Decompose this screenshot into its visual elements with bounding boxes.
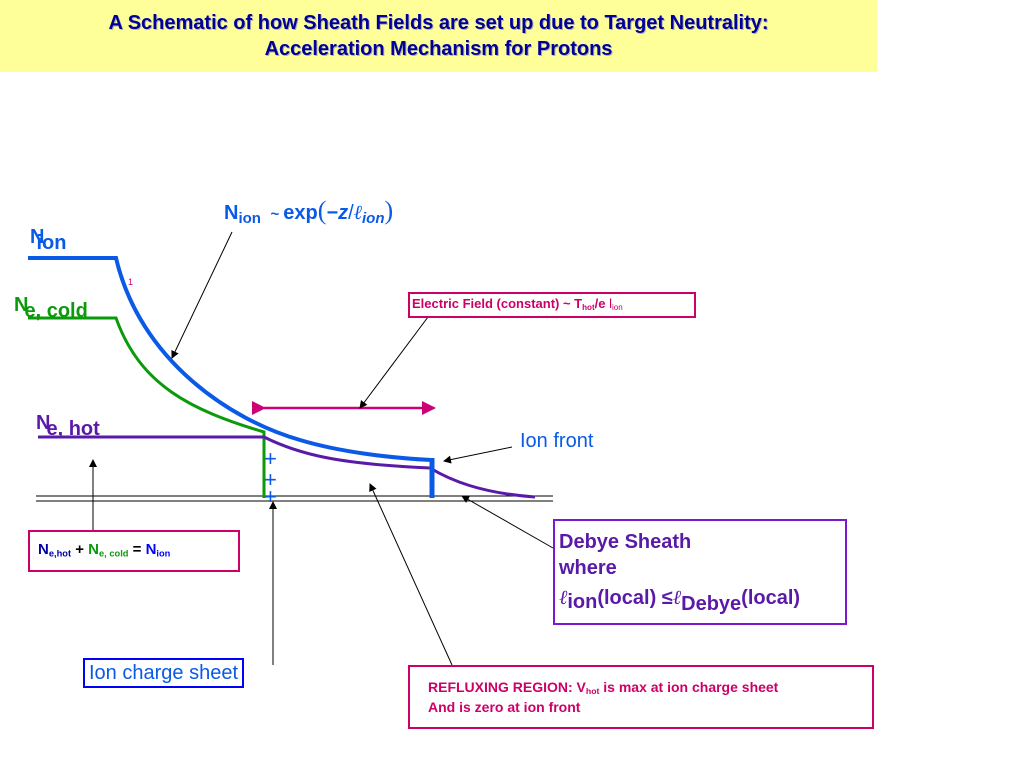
refluxing-line-1b: is max at ion charge sheet: [599, 679, 779, 695]
n-e-cold-main: N: [14, 294, 29, 316]
n-e-cold-label: Ne, cold: [14, 294, 92, 322]
n-ion-curve: [28, 256, 433, 462]
refluxing-pointer: [369, 483, 453, 666]
debye-local-2: (local): [741, 587, 801, 609]
efield-ell: l: [609, 296, 612, 311]
n-e-hot-sub: e, hot: [46, 418, 100, 440]
formula-slash: /: [348, 202, 354, 224]
title-line-2: Acceleration Mechanism for Protons: [264, 38, 613, 60]
debye-sheath-box: Debye Sheath where ℓion(local) ≤ℓDebye(l…: [553, 519, 847, 625]
debye-pointer: [461, 495, 554, 549]
n-e-hot-curve: [38, 435, 536, 499]
formula-n-sub: ion: [238, 210, 261, 227]
formula-pointer: [171, 231, 233, 359]
debye-line-1: Debye Sheath: [559, 531, 692, 553]
neutrality-box: Ne,hot + Ne, cold = Nion: [28, 530, 240, 572]
neutrality-b: N: [88, 541, 100, 558]
debye-ion: ion: [567, 591, 598, 613]
title-line-1: A Schematic of how Sheath Fields are set…: [108, 12, 769, 34]
neutrality-a: N: [38, 541, 49, 558]
formula-open: (: [317, 196, 327, 225]
efield-mid: /e: [594, 296, 610, 311]
formula-tilde: ~: [270, 206, 280, 223]
neutrality-b-sub: e, cold: [99, 548, 129, 559]
debye-ell-1: ℓ: [559, 585, 568, 609]
debye-ell-2: ℓ: [672, 585, 682, 609]
formula-close: ): [384, 196, 394, 225]
ion-density-formula: Nion ~exp(−z/ℓion): [224, 196, 394, 227]
refluxing-region-box: REFLUXING REGION: Vhot is max at ion cha…: [408, 665, 874, 729]
ion-front-pointer: [443, 446, 513, 464]
formula-z: z: [338, 202, 349, 224]
debye-line-3: ℓion(local) ≤ℓDebye(local): [559, 585, 801, 615]
n-ion-label: Nion: [30, 226, 74, 254]
plus-sign-2: +: [264, 467, 277, 492]
debye-line-2: where: [559, 557, 617, 579]
ion-charge-sheet-box: Ion charge sheet: [83, 658, 244, 688]
debye-debye: Debye: [681, 593, 742, 615]
title-banner: A Schematic of how Sheath Fields are set…: [0, 0, 877, 72]
ion-front-label: Ion front: [520, 430, 594, 452]
n-e-hot-main: N: [36, 412, 51, 434]
neutrality-eq: =: [128, 541, 146, 558]
refluxing-sub-hot: hot: [585, 686, 600, 697]
neutrality-c: N: [145, 541, 157, 558]
formula-ell: ℓ: [353, 200, 363, 224]
small-mark: 1: [128, 277, 134, 287]
n-e-cold-sub: e, cold: [24, 300, 88, 322]
refluxing-line-2: And is zero at ion front: [428, 699, 581, 715]
n-e-hot-label: Ne, hot: [36, 412, 104, 440]
neutrality-plus: +: [71, 541, 89, 558]
neutrality-c-sub: ion: [156, 548, 171, 559]
neutrality-a-sub: e,hot: [48, 548, 72, 559]
plus-sign-1: +: [264, 446, 277, 471]
formula-minus: −: [326, 202, 339, 224]
n-ion-sub: ion: [36, 232, 67, 254]
refluxing-line-1a: REFLUXING REGION: V: [428, 679, 586, 695]
debye-local-1: (local) ≤: [597, 587, 673, 609]
plus-sign-3: +: [264, 484, 277, 509]
electric-field-box: Electric Field (constant) ~ Thot/e lion: [408, 292, 696, 318]
formula-ell-sub: ion: [362, 210, 385, 227]
efield-sub-ion: ion: [612, 303, 623, 312]
formula-exp: exp: [283, 202, 318, 224]
efield-pointer: [359, 316, 429, 409]
refluxing-line-1: REFLUXING REGION: Vhot is max at ion cha…: [428, 679, 778, 696]
efield-sub-hot: hot: [582, 303, 595, 312]
formula-n: N: [224, 202, 239, 224]
efield-text: Electric Field (constant) ~ T: [412, 296, 583, 311]
n-ion-main: N: [30, 226, 45, 248]
n-e-cold-curve: [28, 316, 266, 498]
